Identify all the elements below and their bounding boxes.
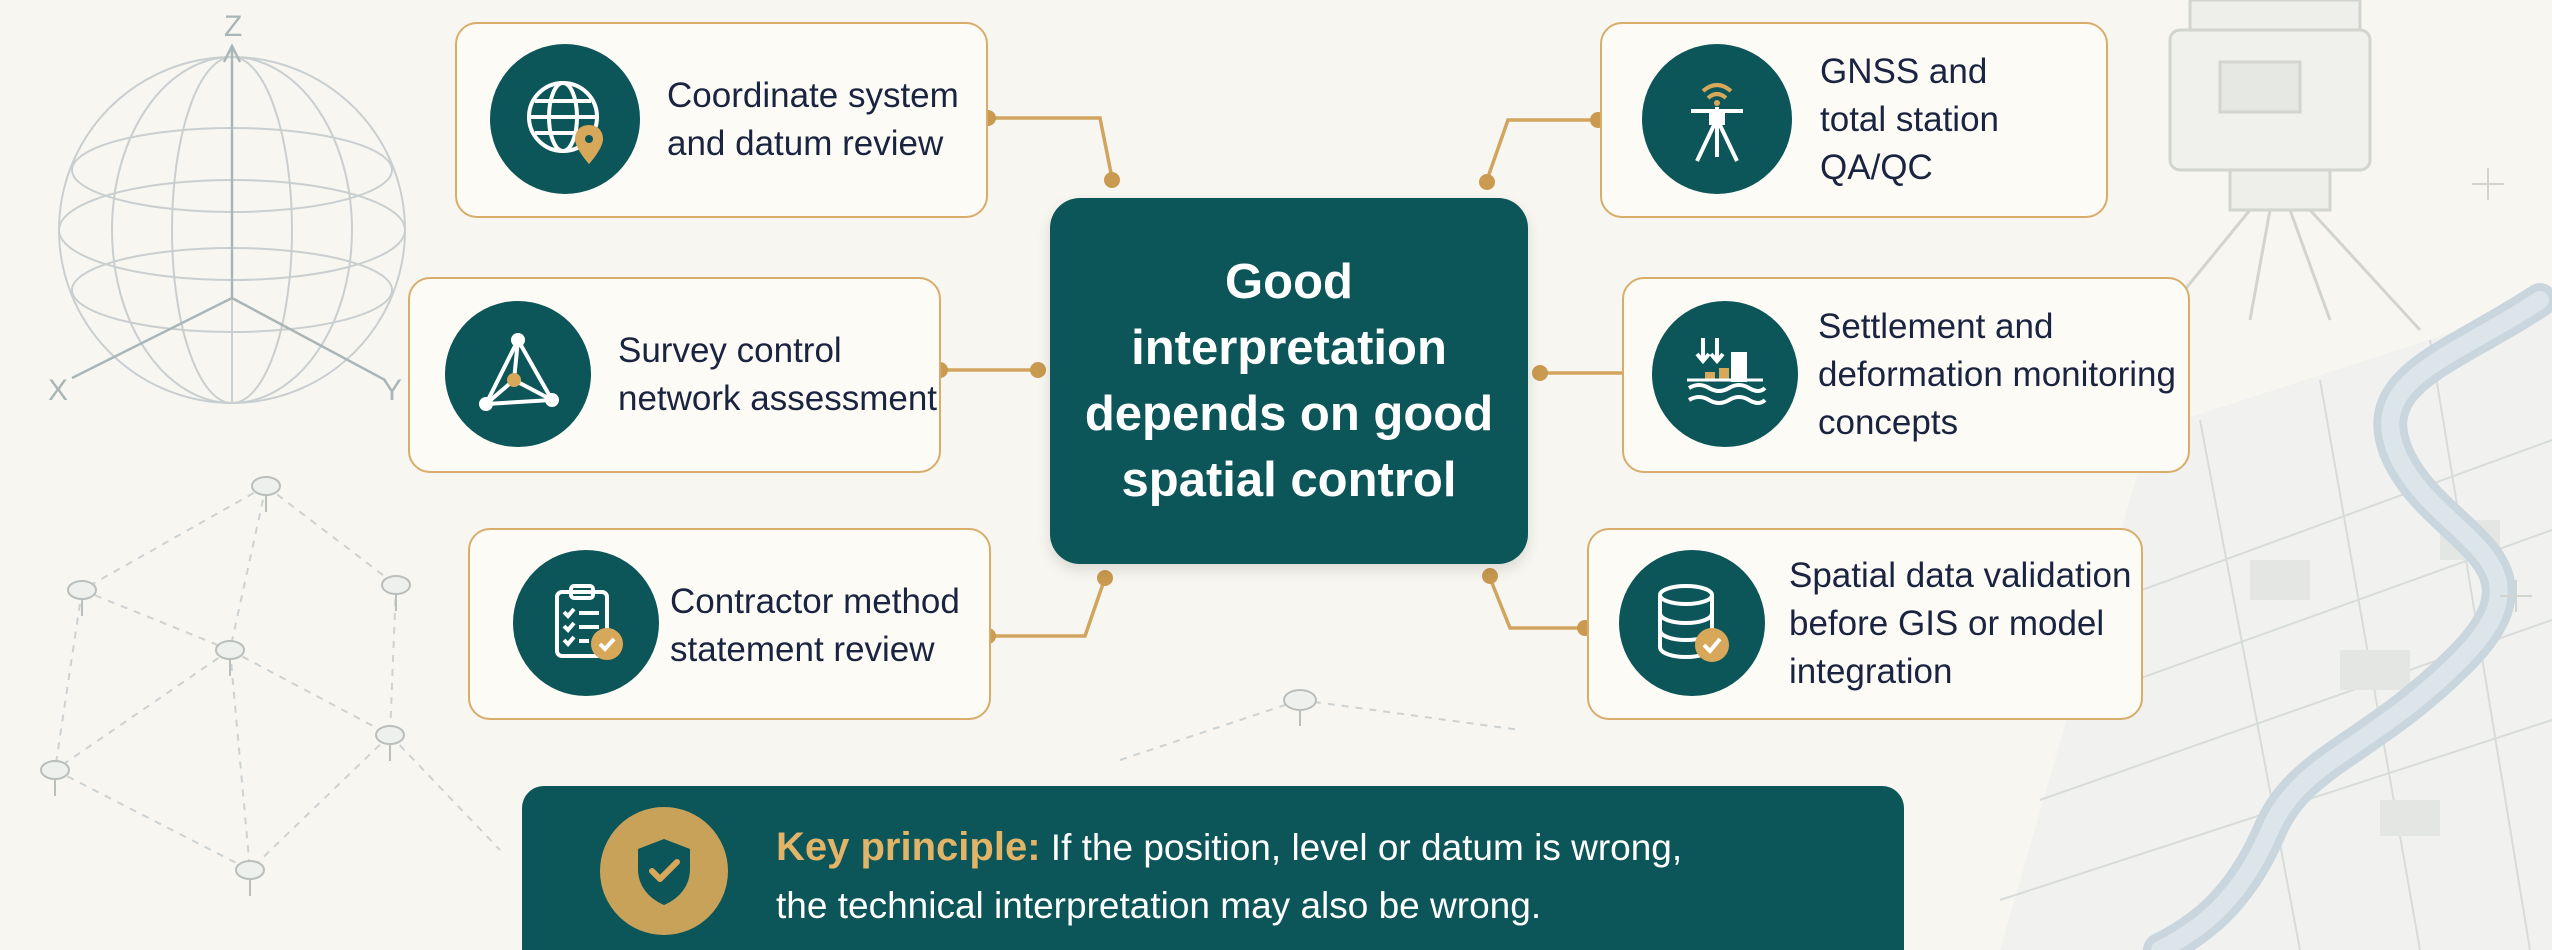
card-survey-control-text: Survey control network assessment [618, 327, 937, 423]
card-line: statement review [670, 630, 935, 669]
central-line: Good [1225, 255, 1353, 309]
card-line: before GIS or model [1789, 604, 2105, 643]
card-line: and datum review [667, 124, 944, 163]
key-principle-text: Key principle: If the position, level or… [776, 818, 1682, 935]
key-principle-line1-text: If the position, level or datum is wrong… [1050, 827, 1683, 868]
database-check-icon [1619, 550, 1765, 696]
shield-check-icon [600, 807, 728, 935]
xyz-axes [71, 43, 386, 382]
central-message-box: Good interpretation depends on good spat… [1050, 198, 1528, 564]
crosshair-marks [2472, 168, 2532, 612]
central-message: Good interpretation depends on good spat… [1085, 249, 1493, 513]
central-line: interpretation [1131, 321, 1447, 375]
card-coordinate-system-text: Coordinate system and datum review [667, 72, 959, 168]
globe-location-icon [490, 44, 640, 194]
card-line: Settlement and [1818, 307, 2054, 346]
axis-x-label: X [48, 374, 68, 407]
gnss-tripod-icon [1642, 44, 1792, 194]
key-principle-line-2: the technical interpretation may also be… [776, 885, 1542, 926]
card-line: integration [1789, 652, 1953, 691]
card-line: concepts [1818, 403, 1959, 442]
key-principle-line-1: Key principle: If the position, level or… [776, 818, 1682, 877]
card-line: deformation monitoring [1818, 355, 2176, 394]
key-principle-label: Key principle: [776, 825, 1041, 869]
axis-z-label: Z [224, 10, 242, 43]
card-spatial-data-text: Spatial data validation before GIS or mo… [1789, 552, 2131, 696]
survey-network [54, 485, 1521, 871]
triangle-network-icon [445, 301, 591, 447]
card-settlement: Settlement and deformation monitoring co… [1622, 277, 2190, 473]
card-contractor-method: Contractor method statement review [468, 528, 991, 720]
card-line: Survey control [618, 331, 842, 370]
card-spatial-data: Spatial data validation before GIS or mo… [1587, 528, 2143, 720]
card-gnss: GNSS and total station QA/QC [1600, 22, 2108, 218]
key-principle-banner [522, 786, 1904, 950]
central-line: depends on good [1084, 387, 1494, 441]
axis-y-label: Y [382, 374, 402, 407]
card-line: QA/QC [1820, 148, 1933, 187]
card-coordinate-system: Coordinate system and datum review [455, 22, 988, 218]
card-settlement-text: Settlement and deformation monitoring co… [1818, 303, 2176, 447]
card-line: Contractor method [670, 582, 960, 621]
card-line: Coordinate system [667, 76, 959, 115]
card-line: Spatial data validation [1789, 556, 2132, 595]
settlement-chart-icon [1652, 301, 1798, 447]
survey-markers [40, 476, 1317, 896]
clipboard-check-icon [513, 550, 659, 696]
card-contractor-method-text: Contractor method statement review [670, 578, 960, 674]
card-gnss-text: GNSS and total station QA/QC [1820, 48, 1999, 192]
card-line: total station [1820, 100, 1999, 139]
total-station-illustration [2158, 0, 2422, 332]
central-line: spatial control [1121, 453, 1457, 507]
card-survey-control: Survey control network assessment [408, 277, 941, 473]
card-line: network assessment [618, 379, 938, 418]
card-line: GNSS and [1820, 52, 1988, 91]
